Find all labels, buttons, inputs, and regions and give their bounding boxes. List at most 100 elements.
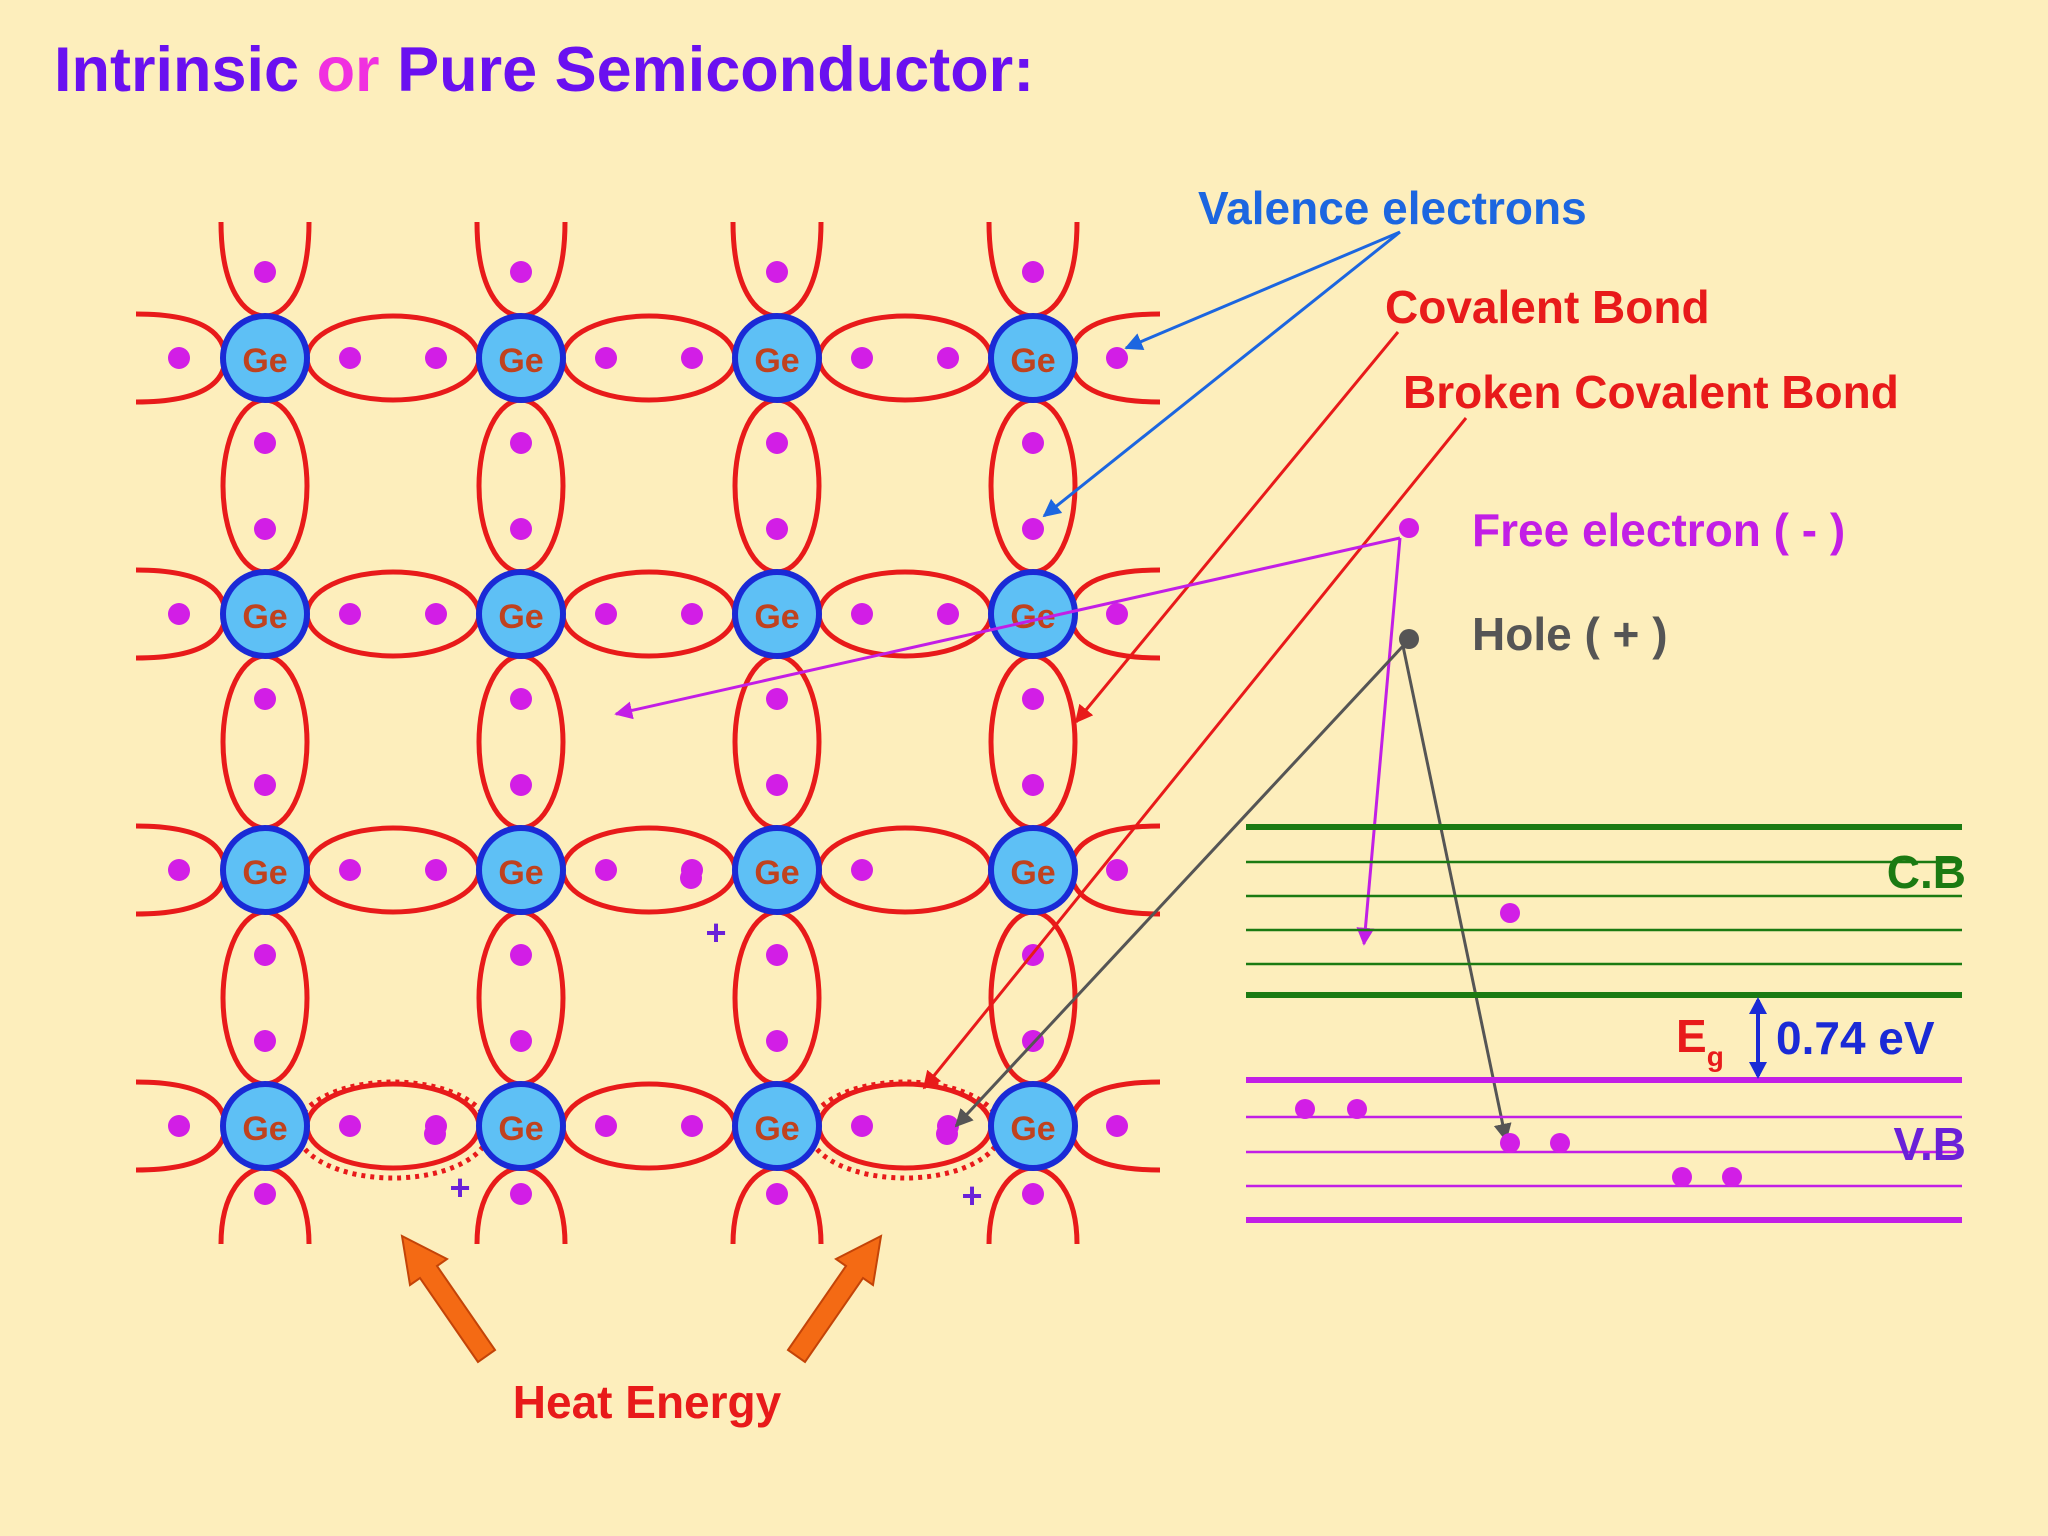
ge-atom-label: Ge xyxy=(1010,342,1055,380)
energy-gap-symbol: Eg xyxy=(1676,1010,1724,1072)
ge-atom-label: Ge xyxy=(1010,854,1055,892)
valence-electron xyxy=(424,1123,446,1145)
valence-electron xyxy=(851,1115,873,1137)
hole-plus-sign: + xyxy=(449,1167,470,1208)
valence-electron xyxy=(766,774,788,796)
edge-bond xyxy=(730,1165,824,1245)
valence-electron xyxy=(680,867,702,889)
valence-electron xyxy=(681,347,703,369)
ge-atom-label: Ge xyxy=(754,1110,799,1148)
valence-electron xyxy=(936,1123,958,1145)
title-connector: or xyxy=(316,35,380,105)
valence-electron xyxy=(168,859,190,881)
covalent-bond xyxy=(560,1081,738,1171)
valence-electron xyxy=(766,518,788,540)
covalent-bond xyxy=(220,397,310,575)
ge-atom-label: Ge xyxy=(242,342,287,380)
hole-plus-sign: + xyxy=(961,1175,982,1216)
valence-electron xyxy=(1022,432,1044,454)
valence-electron xyxy=(766,944,788,966)
ge-atom xyxy=(732,569,822,659)
valence-band-label: V.B xyxy=(1894,1118,1966,1170)
covalent-bond xyxy=(732,397,822,575)
hole-label: Hole ( + ) xyxy=(1472,608,1668,660)
covalent-bond xyxy=(560,825,738,915)
ge-atom xyxy=(476,825,566,915)
edge-bond xyxy=(218,1165,312,1245)
ge-atom-label: Ge xyxy=(1010,1110,1055,1148)
covalent-bond xyxy=(732,653,822,831)
ge-atom xyxy=(732,825,822,915)
valence-electron xyxy=(766,261,788,283)
valence-electron xyxy=(510,261,532,283)
band-electrons xyxy=(1295,903,1742,1187)
valence-electron xyxy=(254,432,276,454)
covalent-bond xyxy=(560,569,738,659)
ge-atom-label: Ge xyxy=(242,854,287,892)
covalent-bond xyxy=(816,1081,994,1171)
valence-electron xyxy=(1022,1183,1044,1205)
hole-legend-dot xyxy=(1399,629,1419,649)
valence-electron xyxy=(339,1115,361,1137)
valence-electron xyxy=(595,859,617,881)
ge-atom-label: Ge xyxy=(498,1110,543,1148)
valence-arrow-2 xyxy=(1042,230,1401,518)
valence-electron xyxy=(851,603,873,625)
ge-atom xyxy=(988,825,1078,915)
covalent-bond xyxy=(988,397,1078,575)
broken-bond-outline xyxy=(806,1079,1004,1181)
hole-arrow-band xyxy=(1401,645,1512,1142)
valence-electron xyxy=(681,1115,703,1137)
valence-electron xyxy=(851,347,873,369)
band-diagram: C.B V.B Eg 0.74 eV xyxy=(1246,824,1966,1223)
broken-bond-arrow xyxy=(922,417,1468,1090)
valence-electron xyxy=(1106,603,1128,625)
valence-electron xyxy=(681,603,703,625)
valence-band-lines xyxy=(1246,1077,1962,1223)
page-title: Intrinsic or Pure Semiconductor: xyxy=(54,34,1034,106)
conduction-band-lines xyxy=(1246,824,1962,998)
covalent-bond xyxy=(560,313,738,403)
covalent-bond-arrow xyxy=(1074,331,1400,724)
free-electron-arrow-lattice xyxy=(614,536,1401,720)
ge-atom xyxy=(988,1081,1078,1171)
valence-electron xyxy=(339,603,361,625)
covalent-bond xyxy=(304,825,482,915)
valence-electron xyxy=(1022,261,1044,283)
valence-electron xyxy=(339,859,361,881)
ge-atom xyxy=(220,825,310,915)
valence-electron xyxy=(1106,1115,1128,1137)
title-part2: Pure Semiconductor: xyxy=(379,35,1035,105)
valence-electron xyxy=(937,347,959,369)
heat-energy-arrows xyxy=(400,1234,883,1364)
ge-atom xyxy=(220,1081,310,1171)
valence-electron xyxy=(510,774,532,796)
valence-electron xyxy=(766,1183,788,1205)
valence-electron xyxy=(1022,518,1044,540)
covalent-bond xyxy=(476,397,566,575)
hole-signs: + + + xyxy=(449,912,982,1216)
energy-gap-value: 0.74 eV xyxy=(1776,1012,1935,1064)
pointer-arrows xyxy=(614,230,1512,1142)
valence-electron xyxy=(425,859,447,881)
title-part1: Intrinsic xyxy=(54,35,317,105)
ge-atom-label: Ge xyxy=(754,342,799,380)
covalent-bond xyxy=(220,909,310,1087)
valence-electrons-label: Valence electrons xyxy=(1198,182,1587,234)
broken-covalent-bond-label: Broken Covalent Bond xyxy=(1403,366,1899,418)
free-electron-legend-dot xyxy=(1399,518,1419,538)
ge-atom xyxy=(220,313,310,403)
ge-atom-label: Ge xyxy=(754,854,799,892)
covalent-bond xyxy=(220,653,310,831)
valence-electron xyxy=(595,603,617,625)
valence-electron xyxy=(168,1115,190,1137)
valence-electron xyxy=(766,432,788,454)
covalent-bond xyxy=(732,909,822,1087)
valence-electron xyxy=(766,688,788,710)
broken-bond-outline xyxy=(294,1079,492,1181)
covalent-bond xyxy=(988,653,1078,831)
valence-electron xyxy=(425,603,447,625)
ge-atom xyxy=(476,313,566,403)
energy-gap-subscript: g xyxy=(1707,1041,1724,1072)
